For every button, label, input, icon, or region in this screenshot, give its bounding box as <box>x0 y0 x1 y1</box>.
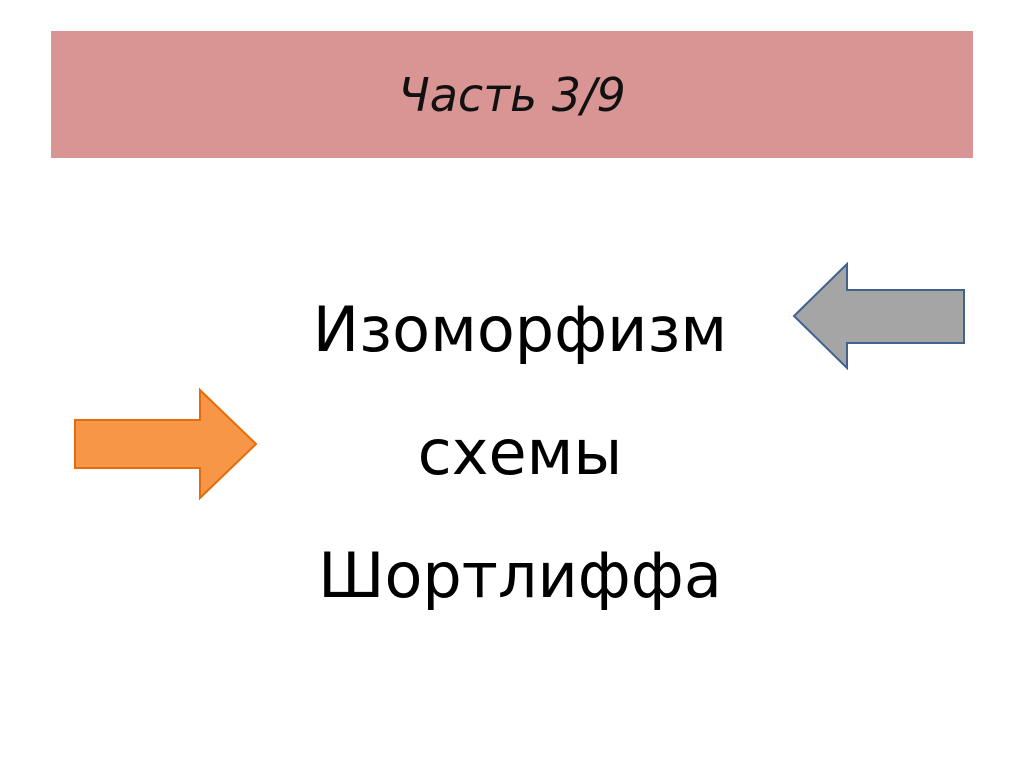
arrow-right-shape <box>74 387 258 501</box>
body-line-3: Шортлиффа <box>318 539 722 612</box>
slide-body-text: Изоморфизм схемы Шортлиффа <box>220 268 820 637</box>
body-line-2: схемы <box>417 416 623 489</box>
arrow-left-icon <box>792 262 965 370</box>
slide-title: Часть 3/9 <box>398 67 626 122</box>
body-line-1: Изоморфизм <box>312 293 728 366</box>
header-band: Часть 3/9 <box>51 31 973 158</box>
arrow-left-shape <box>792 262 965 370</box>
arrow-right-icon <box>74 387 258 501</box>
